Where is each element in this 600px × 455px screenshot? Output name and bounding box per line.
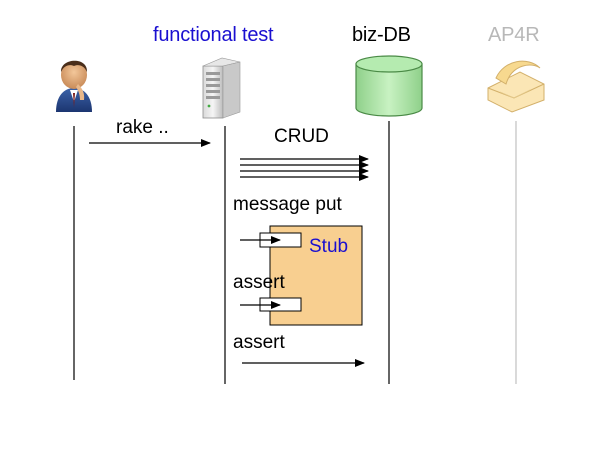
crud-arrows [240,155,369,181]
message-assert-db-label: assert [233,332,285,353]
message-rake-label: rake .. [116,117,169,138]
stub-label: Stub [309,236,349,257]
database-icon [355,55,423,117]
message-put-label: message put [233,194,342,215]
message-crud-label: CRUD [274,126,329,147]
message-assert-stub-label: assert [233,272,285,293]
participant-biz-db-label: biz-DB [352,24,411,46]
envelope-icon [487,60,545,113]
participant-functional-test-label: functional test [153,24,274,46]
participant-ap4r-label: AP4R [488,24,540,46]
server-icon [202,57,241,119]
user-icon [56,60,92,112]
